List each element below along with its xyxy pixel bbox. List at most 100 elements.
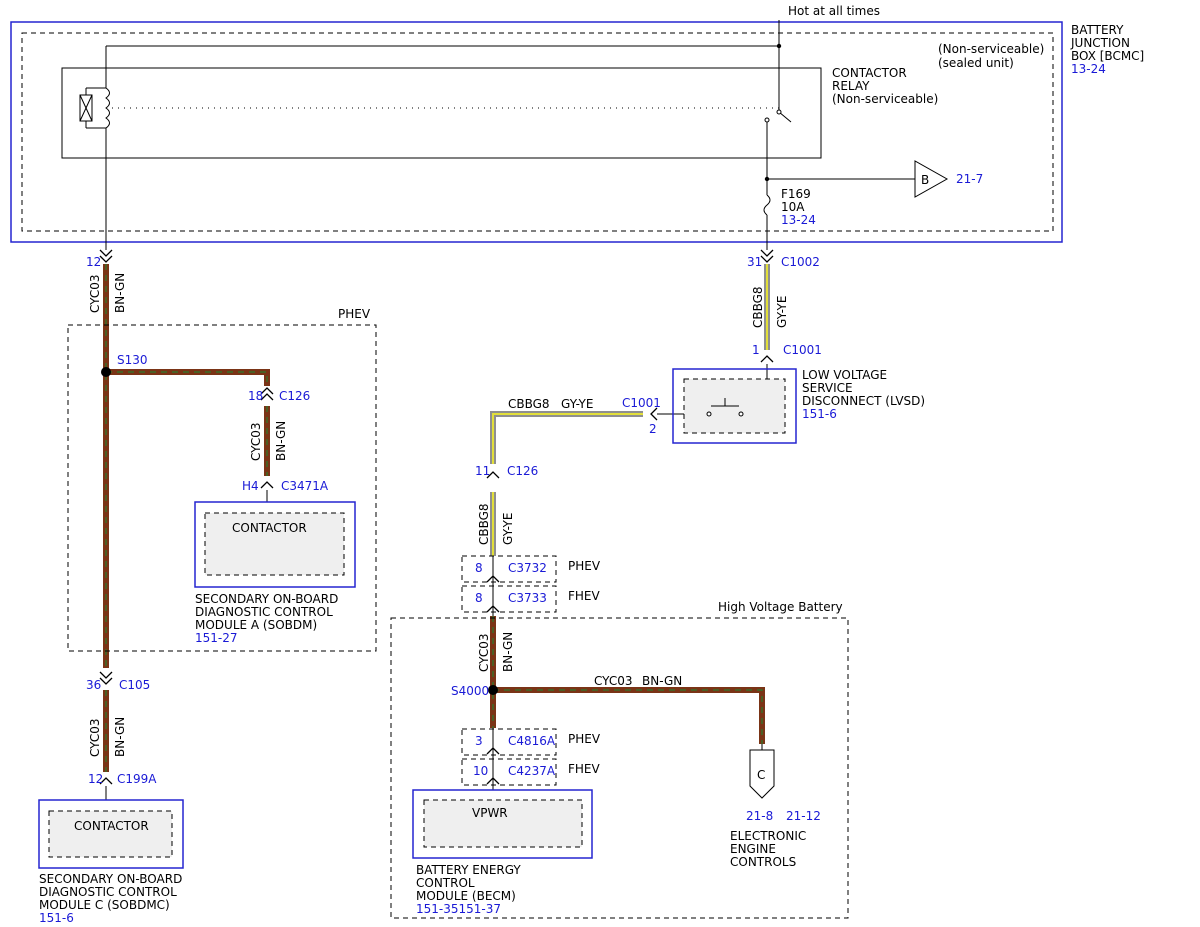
left-connector-icons	[99, 249, 274, 785]
c3732-variant: PHEV	[568, 559, 601, 573]
c199a-pin: 12	[88, 772, 103, 786]
sobdm-wire-color: BN-GN	[274, 421, 288, 461]
lvsd-module-box	[672, 368, 797, 444]
c1002-pin: 31	[747, 255, 762, 269]
c1001b-name: C1001	[622, 396, 661, 410]
becm-inner-label: VPWR	[472, 806, 508, 820]
sobdmc-inner-label: CONTACTOR	[74, 819, 149, 833]
sobdmc-inner-box	[48, 810, 173, 858]
right-connector-icons	[486, 249, 774, 785]
bjb-name-line3: BOX [BCMC]	[1071, 49, 1144, 63]
hvb-dashed-region	[390, 617, 849, 919]
c126-name-right: C126	[507, 464, 538, 478]
bjb-ref: 13-24	[1071, 62, 1106, 76]
offpage-c-ref1: 21-8	[746, 809, 773, 823]
splice-s4000-dot	[488, 685, 498, 695]
sobdm-pin: H4	[242, 479, 259, 493]
becm-ref: 151-35151-37	[416, 902, 501, 916]
relay-coil-icon	[79, 87, 110, 129]
becm-inner-box	[423, 799, 583, 848]
c4816a-name: C4816A	[508, 734, 556, 748]
c126-name-left: C126	[279, 389, 310, 403]
bjb-name-line1: BATTERY	[1071, 23, 1124, 37]
sobdmc-name-line3: MODULE C (SOBDMC)	[39, 898, 170, 912]
lvsd-name-line2: SERVICE	[802, 381, 853, 395]
left-wire-top-code: CYC03	[88, 275, 102, 314]
splice-s4000-label: S4000	[451, 684, 489, 698]
right-wire2-code: CBBG8	[477, 503, 491, 545]
c4237a-variant: FHEV	[568, 762, 601, 776]
sobdm-inner-label: CONTACTOR	[232, 521, 307, 535]
hvb-wire-color: BN-GN	[501, 632, 515, 672]
lvsd-name-line1: LOW VOLTAGE	[802, 368, 887, 382]
c1001-name: C1001	[783, 343, 822, 357]
horiz2-wire-code: CYC03	[594, 674, 633, 688]
c199a-name: C199A	[117, 772, 157, 786]
c3733-name: C3733	[508, 591, 547, 605]
relay-contact-common	[776, 109, 782, 115]
sobdmc-module-box	[38, 799, 184, 869]
relay-label-line2: RELAY	[832, 79, 870, 93]
lvsd-name-line3: DISCONNECT (LVSD)	[802, 394, 925, 408]
hvb-wire-code: CYC03	[477, 634, 491, 673]
sobdm-connector: C3471A	[281, 479, 329, 493]
bjb-name-line2: JUNCTION	[1070, 36, 1130, 50]
right-harness-wires	[490, 264, 770, 744]
right-wire2-color: GY-YE	[501, 513, 515, 545]
left-wire-top-color: BN-GN	[113, 273, 127, 313]
bjb-note-line1: (Non-serviceable)	[938, 42, 1044, 56]
sobdmc-name-line2: DIAGNOSTIC CONTROL	[39, 885, 177, 899]
left-thin-leads	[105, 490, 268, 800]
fuse-rating: 10A	[781, 200, 805, 214]
sobdmc-ref: 151-6	[39, 911, 74, 925]
c126-pin-right: 11	[475, 464, 490, 478]
c4237a-pin: 10	[473, 764, 488, 778]
c3733-variant: FHEV	[568, 589, 601, 603]
left-lower-wire-code: CYC03	[88, 719, 102, 758]
fuse-junction-dot	[764, 176, 770, 182]
sobdm-name-line3: MODULE A (SOBDM)	[195, 618, 317, 632]
becm-name-line3: MODULE (BECM)	[416, 889, 516, 903]
sobdmc-name-line1: SECONDARY ON-BOARD	[39, 872, 182, 886]
eec-name-line2: ENGINE	[730, 842, 776, 856]
c1002-name: C1002	[781, 255, 820, 269]
relay-contact-output	[764, 117, 770, 123]
horiz2-wire-color: BN-GN	[642, 674, 682, 688]
c105-name: C105	[119, 678, 150, 692]
splice-s130-label: S130	[117, 353, 148, 367]
right-wire1-code: CBBG8	[751, 286, 765, 328]
c4816a-dashed-box	[461, 728, 557, 756]
becm-module-box	[412, 789, 593, 859]
c4237a-name: C4237A	[508, 764, 556, 778]
c4816a-variant: PHEV	[568, 732, 601, 746]
fuse-f169-icon	[763, 194, 771, 216]
c3733-dashed-box	[461, 585, 557, 613]
c3733-pin: 8	[475, 591, 483, 605]
c1001b-pin: 2	[649, 422, 657, 436]
horiz-wire-code: CBBG8	[508, 397, 550, 411]
fuse-ref: 13-24	[781, 213, 816, 227]
phev-dashed-region	[67, 324, 377, 652]
c3732-dashed-box	[461, 555, 557, 583]
hvb-region-label: High Voltage Battery	[718, 600, 843, 614]
splice-s130-dot	[101, 367, 111, 377]
fuse-name: F169	[781, 187, 811, 201]
bjb-dashed-box	[21, 32, 1054, 232]
sobdm-ref: 151-27	[195, 631, 238, 645]
sobdm-wire-code: CYC03	[249, 423, 263, 462]
contactor-relay-box	[61, 67, 822, 159]
left-pin-top: 12	[86, 255, 101, 269]
bjb-note-line2: (sealed unit)	[938, 56, 1014, 70]
c1001-pin: 1	[752, 343, 760, 357]
sobdm-name-line2: DIAGNOSTIC CONTROL	[195, 605, 333, 619]
eec-name-line1: ELECTRONIC	[730, 829, 806, 843]
left-harness-wires	[103, 264, 270, 772]
c126-pin-left: 18	[248, 389, 263, 403]
c4816a-pin: 3	[475, 734, 483, 748]
lvsd-ref: 151-6	[802, 407, 837, 421]
sobdm-module-box	[194, 501, 356, 588]
right-wire1-color: GY-YE	[775, 296, 789, 328]
c3732-name: C3732	[508, 561, 547, 575]
offpage-b-letter: B	[921, 173, 929, 187]
